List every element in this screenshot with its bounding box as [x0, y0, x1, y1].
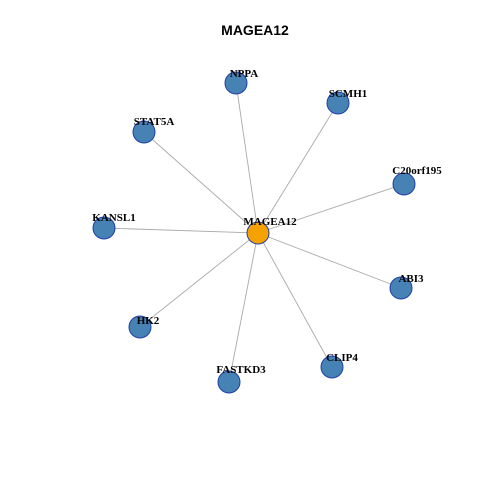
node-label-scmh1: SCMH1	[329, 88, 368, 100]
node-label-fastkd3: FASTKD3	[216, 364, 266, 376]
edge-magea12-stat5a	[143, 131, 259, 234]
node-label-abi3: ABI3	[398, 273, 424, 285]
edge-magea12-abi3	[257, 232, 402, 289]
edge-magea12-fastkd3	[228, 232, 259, 383]
edge-magea12-nppa	[235, 82, 259, 234]
node-label-hk2: HK2	[137, 315, 160, 327]
node-stat5a[interactable]	[132, 120, 156, 144]
edge-magea12-scmh1	[257, 102, 339, 234]
node-nppa[interactable]	[224, 71, 248, 95]
node-kansl1[interactable]	[92, 216, 116, 240]
node-scmh1[interactable]	[326, 91, 350, 115]
edge-magea12-clip4	[257, 232, 333, 368]
edge-magea12-hk2	[139, 232, 259, 328]
diagram-title: MAGEA12	[221, 22, 289, 38]
node-label-stat5a: STAT5A	[134, 116, 175, 128]
node-hk2[interactable]	[128, 315, 152, 339]
node-fastkd3[interactable]	[217, 370, 241, 394]
node-label-magea12: MAGEA12	[243, 216, 297, 228]
edge-layer	[103, 82, 405, 383]
hub-node-magea12[interactable]	[246, 221, 270, 245]
edge-magea12-kansl1	[103, 227, 259, 234]
label-layer: MAGEA12 NPPA SCMH1C20orf195ABI3CLIP4FASTKD…	[92, 68, 442, 376]
edge-magea12-c20orf195	[257, 183, 405, 234]
node-clip4[interactable]	[320, 355, 344, 379]
node-label-nppa: NPPA	[230, 68, 259, 80]
node-layer	[92, 71, 416, 394]
node-label-clip4: CLIP4	[326, 352, 358, 364]
node-label-kansl1: KANSL1	[92, 212, 135, 224]
node-abi3[interactable]	[389, 276, 413, 300]
node-label-c20orf195: C20orf195	[392, 165, 442, 177]
node-c20orf195[interactable]	[392, 172, 416, 196]
